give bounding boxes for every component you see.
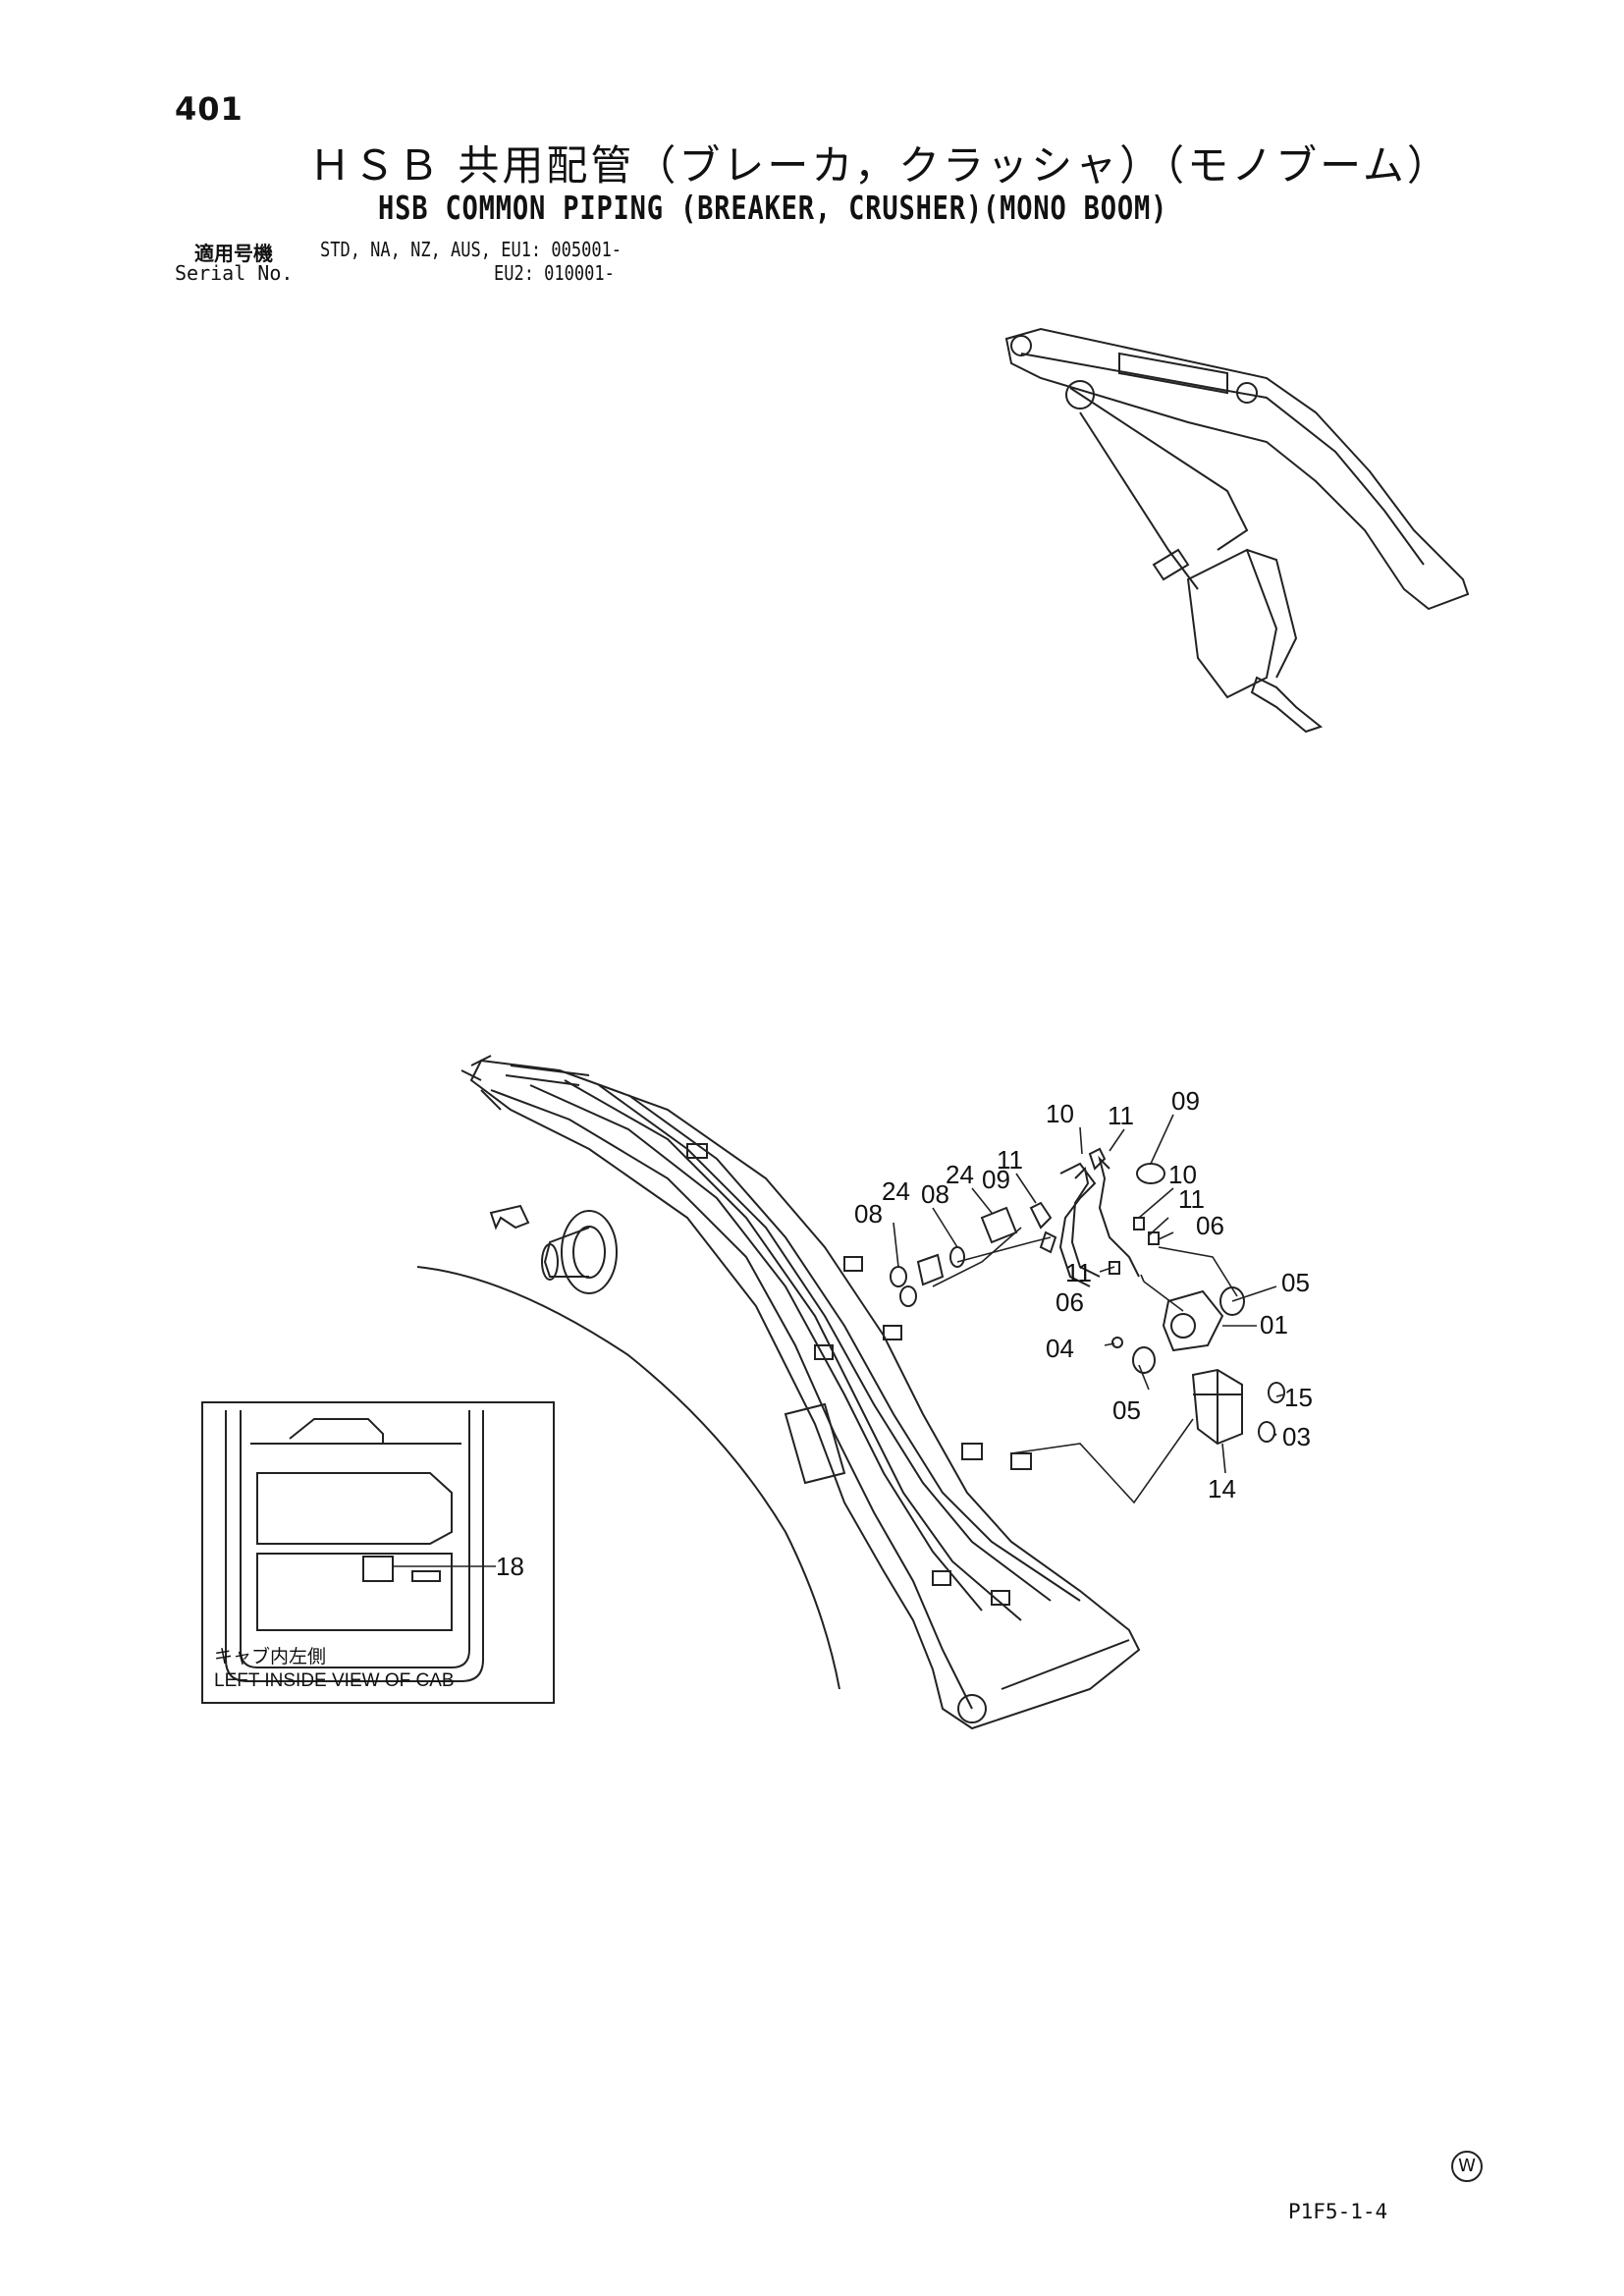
callout-06-a: 06	[1196, 1211, 1224, 1240]
callout-04: 04	[1046, 1334, 1074, 1363]
figure-code: P1F5-1-4	[1288, 2200, 1388, 2223]
serial-line-2: EU2: 010001-	[494, 261, 615, 285]
callout-15: 15	[1284, 1383, 1313, 1412]
inset-caption-en: LEFT INSIDE VIEW OF CAB	[214, 1670, 455, 1691]
overview-boom-illustration	[1004, 327, 1470, 734]
callout-03: 03	[1282, 1422, 1311, 1451]
frame-outline	[416, 1266, 840, 1690]
serial-line-1: STD, NA, NZ, AUS, EU1: 005001-	[320, 238, 623, 261]
serial-label-jp: 適用号機	[194, 242, 273, 265]
callout-10-b: 10	[1168, 1160, 1197, 1189]
callout-09-b: 09	[982, 1165, 1010, 1194]
inset-caption-jp: キャブ内左側	[214, 1645, 326, 1667]
callout-11-c: 11	[1178, 1184, 1205, 1214]
w-mark-symbol: W	[1451, 2151, 1483, 2182]
callout-labels: 10 11 09 11 24 08 24 09 08 10 11 06 11 0…	[854, 1086, 1313, 1503]
leader-lines	[893, 1114, 1285, 1504]
title-english: HSB COMMON PIPING (BREAKER, CRUSHER)(MON…	[378, 189, 1168, 227]
callout-24-b: 24	[882, 1176, 910, 1206]
callout-05-a: 05	[1281, 1268, 1310, 1297]
callout-14: 14	[1208, 1474, 1236, 1503]
callout-18: 18	[496, 1552, 524, 1581]
callout-24-a: 24	[946, 1160, 974, 1189]
inset-cab-view: 18 キャブ内左側 LEFT INSIDE VIEW OF CAB	[201, 1401, 555, 1704]
callout-10-a: 10	[1046, 1099, 1074, 1128]
callout-11-b: 11	[997, 1145, 1023, 1175]
pin-assembly	[489, 1204, 618, 1294]
title-japanese: ＨＳＢ 共用配管（ブレーカ，クラッシャ）（モノブーム）	[309, 141, 1451, 190]
callout-09-a: 09	[1171, 1086, 1200, 1116]
exploded-hoses	[890, 1147, 1285, 1446]
callout-11-d: 11	[1065, 1258, 1092, 1287]
callout-08-a: 08	[921, 1179, 949, 1209]
serial-label-en: Serial No.	[175, 261, 294, 285]
callout-05-b: 05	[1112, 1395, 1141, 1425]
main-boom-illustration	[460, 1055, 1141, 1730]
page-number: 401	[175, 90, 244, 128]
callout-06-b: 06	[1056, 1287, 1084, 1317]
callout-08-b: 08	[854, 1199, 883, 1229]
callout-11-a: 11	[1108, 1101, 1134, 1130]
callout-01: 01	[1260, 1310, 1288, 1339]
